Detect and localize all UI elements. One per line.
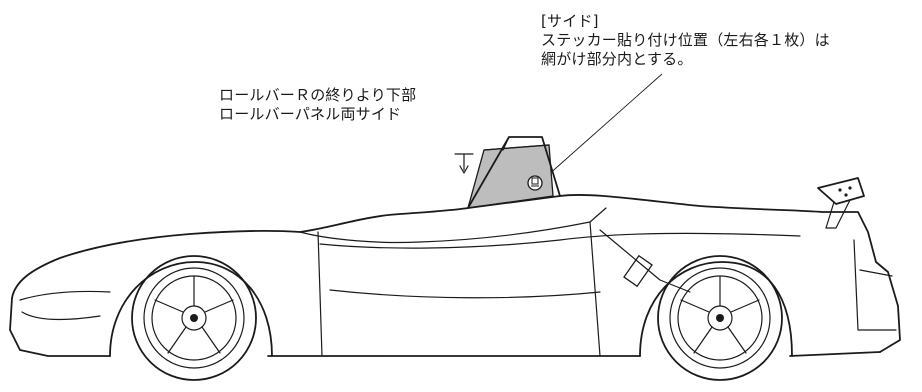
rollbar-outline	[467, 136, 561, 209]
rollbar-note: ロールバーＲの終りより下部 ロールバーパネル両サイド	[219, 86, 416, 124]
down-arrow-icon	[454, 153, 474, 174]
side-note-heading: [サイド]	[541, 12, 599, 30]
rollbar-note-line-1: ロールバーＲの終りより下部	[219, 86, 417, 104]
side-sticker-note: [サイド] ステッカー貼り付け位置（左右各１枚）は 網がけ部分内とする。	[541, 12, 830, 69]
side-note-line-1: ステッカー貼り付け位置（左右各１枚）は	[541, 31, 830, 49]
cockpit-line	[299, 207, 607, 244]
rear-wheel	[657, 255, 783, 381]
front-wheel	[131, 255, 257, 381]
front-wheel-arch	[109, 261, 273, 357]
rollbar-note-line-2: ロールバーパネル両サイド	[219, 105, 402, 123]
headlight	[19, 290, 111, 301]
leader-line	[546, 73, 663, 177]
rear-wheel-arch	[639, 261, 793, 357]
body-crease	[319, 232, 801, 249]
side-intake	[623, 254, 653, 288]
rear-wing	[817, 177, 865, 229]
front-nose	[9, 297, 111, 357]
side-note-line-2: 網がけ部分内とする。	[541, 50, 693, 68]
door-front-edge	[317, 231, 323, 357]
sticker-icon	[527, 175, 543, 191]
door-rear-edge	[589, 221, 601, 357]
body-top-outline	[11, 194, 901, 353]
